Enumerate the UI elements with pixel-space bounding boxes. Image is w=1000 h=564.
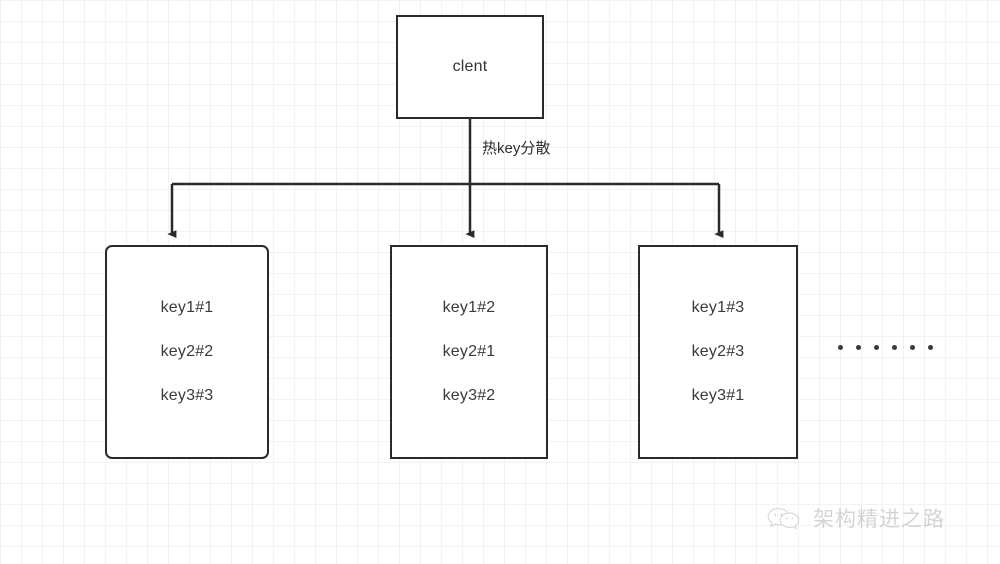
shard-1-key-list: key1#1 key2#2 key3#3 [161, 300, 214, 404]
shard-3-key-2: key3#1 [691, 387, 745, 404]
shard-1-key-1: key2#2 [160, 343, 214, 360]
shard-2-key-list: key1#2 key2#1 key3#2 [443, 300, 496, 404]
wechat-official-account-icon [767, 507, 800, 530]
ellipsis-more-shards [838, 345, 933, 350]
ellipsis-dot [856, 345, 861, 350]
client-node-label: clent [452, 58, 488, 75]
shard-2-key-1: key2#1 [442, 343, 496, 360]
ellipsis-dot [838, 345, 843, 350]
ellipsis-dot [874, 345, 879, 350]
shard-node-3[interactable]: key1#3 key2#3 key3#1 [638, 245, 798, 459]
ellipsis-dot [892, 345, 897, 350]
ellipsis-dot [928, 345, 933, 350]
shard-1-key-0: key1#1 [160, 299, 214, 316]
shard-node-1[interactable]: key1#1 key2#2 key3#3 [105, 245, 269, 459]
watermark: 架构精进之路 [765, 503, 945, 533]
shard-2-key-2: key3#2 [442, 387, 496, 404]
shard-1-key-2: key3#3 [160, 387, 214, 404]
watermark-text: 架构精进之路 [813, 507, 945, 531]
shard-3-key-list: key1#3 key2#3 key3#1 [692, 300, 745, 404]
edge-label-hotkey-dispersal: 热key分散 [482, 140, 551, 157]
client-node[interactable]: clent [396, 15, 544, 119]
shard-3-key-0: key1#3 [691, 299, 745, 316]
shard-3-key-1: key2#3 [691, 343, 745, 360]
shard-2-key-0: key1#2 [442, 299, 496, 316]
ellipsis-dot [910, 345, 915, 350]
shard-node-2[interactable]: key1#2 key2#1 key3#2 [390, 245, 548, 459]
